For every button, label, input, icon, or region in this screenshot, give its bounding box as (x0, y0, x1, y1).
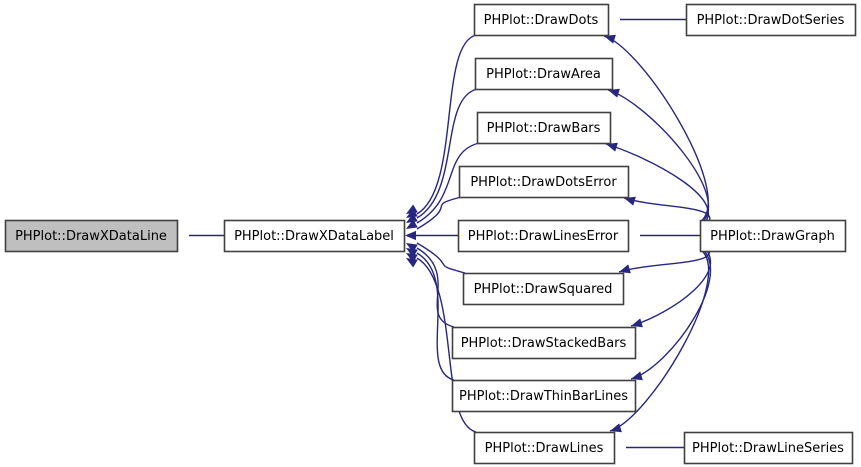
node-drawlineserror[interactable]: PHPlot::DrawLinesError (457, 219, 630, 253)
edge-drawstackedbars-to-drawxdatalabel-arrow (406, 248, 418, 258)
node-label-drawlines: PHPlot::DrawLines (485, 441, 604, 456)
edge-drawgraph-to-drawsquared (618, 240, 710, 273)
edges-layer (167, 14, 712, 453)
node-box-drawxdataline (4, 219, 179, 253)
node-drawdotserror[interactable]: PHPlot::DrawDotsError (458, 165, 630, 199)
node-drawgraph[interactable]: PHPlot::DrawGraph (699, 219, 847, 253)
node-box-drawarea (474, 57, 614, 91)
node-label-drawstackedbars: PHPlot::DrawStackedBars (461, 336, 627, 351)
edge-drawdots-to-drawxdatalabel (416, 34, 477, 215)
node-drawxdataline[interactable]: PHPlot::DrawXDataLine (4, 219, 179, 253)
edge-drawthinbarlines-to-drawxdatalabel (416, 252, 455, 381)
edge-drawgraph-to-drawlines-arrow (610, 423, 622, 433)
node-drawthinbarlines[interactable]: PHPlot::DrawThinBarLines (451, 379, 637, 413)
node-box-drawbars (476, 111, 612, 145)
node-drawarea[interactable]: PHPlot::DrawArea (474, 57, 614, 91)
edge-drawbars-to-drawxdatalabel (416, 142, 480, 224)
node-box-drawgraph (699, 219, 847, 253)
node-box-drawxdatalabel (223, 219, 406, 253)
node-drawlines[interactable]: PHPlot::DrawLines (473, 431, 616, 465)
node-drawstackedbars[interactable]: PHPlot::DrawStackedBars (451, 326, 637, 360)
edge-drawgraph-to-drawstackedbars-arrow (631, 318, 643, 328)
edge-drawgraph-to-drawbars-arrow (606, 142, 618, 152)
node-label-drawarea: PHPlot::DrawArea (486, 67, 601, 82)
edge-drawdotserror-to-drawxdatalabel (416, 196, 462, 230)
edge-drawgraph-to-drawbars (605, 143, 709, 228)
edge-drawgraph-to-drawthinbarlines (630, 246, 712, 380)
node-drawbars[interactable]: PHPlot::DrawBars (476, 111, 612, 145)
edge-drawgraph-to-drawthinbarlines-arrow (631, 371, 643, 381)
node-label-drawxdatalabel: PHPlot::DrawXDataLabel (234, 229, 394, 244)
edge-drawsquared-to-drawxdatalabel-arrow (406, 243, 418, 253)
node-box-drawlines (473, 431, 616, 465)
edge-drawdotserror-to-drawxdatalabel-arrow (406, 219, 418, 229)
node-label-drawlineseries: PHPlot::DrawLineSeries (692, 441, 844, 456)
node-label-drawthinbarlines: PHPlot::DrawThinBarLines (459, 389, 628, 404)
node-box-drawsquared (462, 272, 625, 306)
node-box-drawdotseries (685, 3, 857, 37)
node-label-drawbars: PHPlot::DrawBars (487, 121, 601, 136)
node-label-drawdots: PHPlot::DrawDots (484, 13, 599, 28)
edge-drawstackedbars-to-drawxdatalabel (416, 247, 455, 328)
nodes-layer: PHPlot::DrawXDataLine PHPlot::DrawXDataLa… (4, 3, 857, 465)
node-box-drawstackedbars (451, 326, 637, 360)
edge-drawgraph-to-drawsquared-arrow (619, 264, 631, 274)
edge-drawgraph-to-drawdots (603, 35, 709, 223)
node-label-drawlineserror: PHPlot::DrawLinesError (468, 229, 619, 244)
edge-drawarea-to-drawxdatalabel (416, 88, 478, 219)
node-label-drawgraph: PHPlot::DrawGraph (710, 229, 835, 244)
edge-drawbars-to-drawxdatalabel-arrow (406, 213, 418, 223)
edge-drawsquared-to-drawxdatalabel (416, 242, 466, 274)
edge-drawgraph-to-drawdots-arrow (604, 34, 616, 44)
node-drawsquared[interactable]: PHPlot::DrawSquared (462, 272, 625, 306)
node-label-drawdotseries: PHPlot::DrawDotSeries (697, 13, 845, 28)
edge-drawgraph-to-drawstackedbars (630, 243, 712, 327)
edge-drawlines-to-drawxdatalabel (416, 257, 477, 433)
node-box-drawlineserror (457, 219, 630, 253)
edge-drawlineserror-to-drawxdatalabel-arrow (405, 230, 416, 241)
edge-drawgraph-to-drawdotserror-arrow (624, 196, 636, 206)
edge-drawthinbarlines-to-drawxdatalabel-arrow (406, 253, 418, 263)
node-drawdotseries[interactable]: PHPlot::DrawDotSeries (685, 3, 857, 37)
edge-drawgraph-to-drawarea-arrow (608, 88, 620, 98)
node-label-drawdotserror: PHPlot::DrawDotsError (470, 175, 617, 190)
node-drawxdatalabel[interactable]: PHPlot::DrawXDataLabel (223, 219, 406, 253)
edge-drawarea-to-drawxdatalabel-arrow (406, 208, 418, 218)
node-box-drawlineseries (683, 431, 854, 465)
edge-drawgraph-to-drawdotserror (623, 197, 711, 231)
node-label-drawsquared: PHPlot::DrawSquared (474, 282, 613, 297)
node-box-drawdotserror (458, 165, 630, 199)
node-drawlineseries[interactable]: PHPlot::DrawLineSeries (683, 431, 854, 465)
edge-drawlines-to-drawxdatalabel-arrow (406, 258, 418, 268)
node-drawdots[interactable]: PHPlot::DrawDots (473, 3, 610, 37)
node-label-drawxdataline: PHPlot::DrawXDataLine (15, 229, 167, 244)
node-box-drawdots (473, 3, 610, 37)
node-box-drawthinbarlines (451, 379, 637, 413)
edge-drawgraph-to-drawlines (609, 248, 710, 432)
